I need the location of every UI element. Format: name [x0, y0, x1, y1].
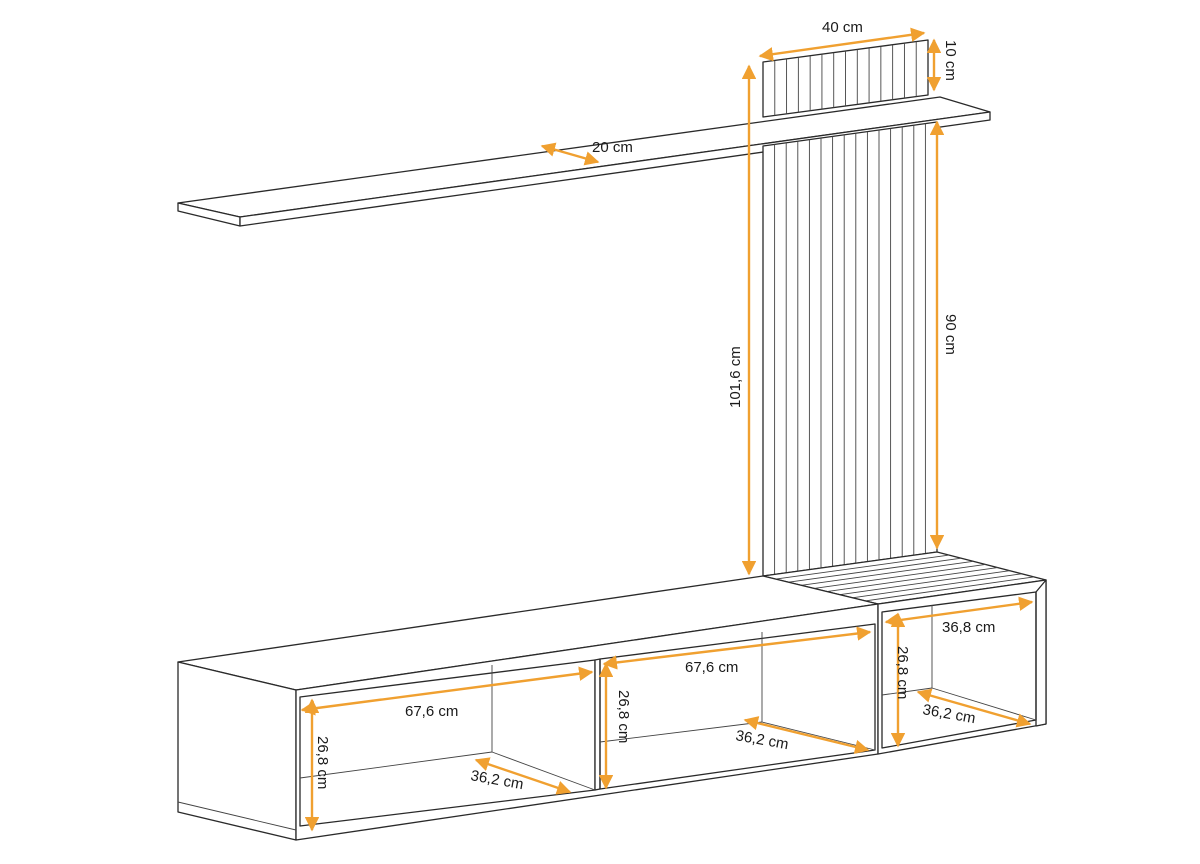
surface-slat: [788, 557, 962, 583]
label-left-width: 67,6 cm: [405, 703, 458, 720]
surface-slat: [814, 563, 986, 589]
vertical-slat-panel: [762, 121, 938, 577]
label-panel-height: 90 cm: [942, 314, 959, 355]
label-mid-width: 67,6 cm: [685, 659, 738, 676]
surface-slat: [839, 570, 1010, 596]
label-mid-height: 26,8 cm: [615, 690, 632, 743]
dim-mid-width: [602, 626, 872, 670]
long-tv-cabinet: [177, 575, 879, 841]
dim-shelf-depth: [540, 142, 600, 166]
label-left-height: 26,8 cm: [314, 736, 331, 789]
dim-left-width: [300, 666, 594, 716]
label-slat-panel-height: 10 cm: [942, 40, 959, 81]
label-right-height: 26,8 cm: [894, 646, 911, 699]
surface-slat: [801, 560, 974, 586]
dim-mid-depth: [743, 716, 870, 754]
dim-right-depth: [916, 688, 1032, 728]
dim-right-width: [884, 596, 1034, 628]
label-right-width: 36,8 cm: [942, 619, 995, 636]
dim-left-depth: [474, 757, 572, 795]
label-total-height: 101,6 cm: [727, 346, 744, 408]
dim-slat-width: [758, 27, 926, 62]
label-slat-panel-width: 40 cm: [822, 19, 863, 36]
label-shelf-depth: 20 cm: [592, 139, 633, 156]
surface-slat: [852, 573, 1022, 599]
surface-slat: [826, 567, 998, 593]
surface-slat: [775, 554, 950, 580]
dimension-lines: [300, 27, 1034, 832]
